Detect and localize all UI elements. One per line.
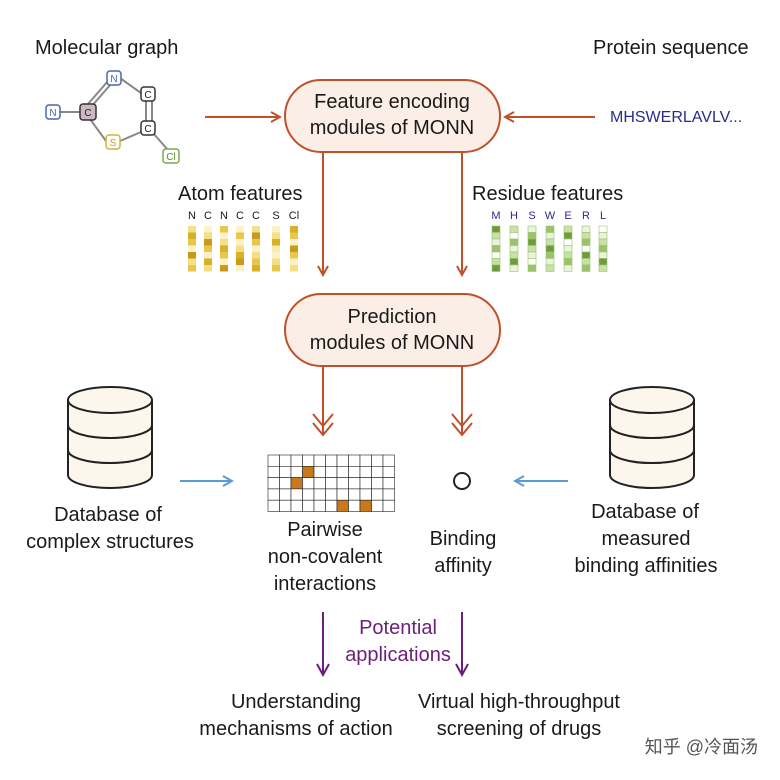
atom-node-s: S — [105, 134, 121, 150]
atom-node-c3: C — [140, 120, 156, 136]
atom-node-n2: N — [106, 70, 122, 86]
svg-text:M: M — [491, 210, 500, 222]
svg-text:N: N — [220, 210, 228, 222]
svg-text:N: N — [49, 108, 56, 119]
residue-features-title: Residue features — [472, 183, 623, 205]
atom-node-c1: C — [79, 103, 97, 121]
db-affinity-line1: Database of — [591, 501, 699, 523]
atom-node-c2: C — [140, 86, 156, 102]
pairwise-line1: Pairwise — [287, 519, 363, 541]
svg-text:R: R — [582, 210, 590, 222]
screening-line2: screening of drugs — [437, 718, 602, 740]
svg-text:S: S — [272, 210, 279, 222]
database-affinity-icon — [609, 386, 695, 489]
svg-text:C: C — [144, 124, 151, 135]
svg-text:N: N — [110, 74, 117, 85]
watermark-text: 知乎 @冷面汤 — [645, 737, 758, 757]
svg-text:C: C — [144, 90, 151, 101]
svg-text:S: S — [528, 210, 535, 222]
pairwise-line2: non-covalent — [268, 546, 383, 568]
protein-sequence-title: Protein sequence — [593, 37, 749, 59]
feature-encoding-line1: Feature encoding — [314, 91, 470, 113]
feature-encoding-line2: modules of MONN — [310, 117, 475, 139]
residue-feature-labels: M H S W E R L — [491, 210, 606, 222]
atom-node-cl: Cl — [162, 148, 180, 164]
svg-text:Cl: Cl — [289, 210, 299, 222]
svg-text:C: C — [252, 210, 260, 222]
svg-text:W: W — [545, 210, 556, 222]
understanding-line2: mechanisms of action — [199, 718, 392, 740]
svg-text:C: C — [204, 210, 212, 222]
svg-text:Cl: Cl — [166, 152, 175, 163]
db-affinity-line2: measured — [602, 528, 691, 550]
protein-sequence-text: MHSWERLAVLV... — [610, 109, 742, 126]
svg-text:N: N — [188, 210, 196, 222]
arrow-prediction-to-affinity — [451, 366, 473, 437]
binding-affinity-node — [453, 472, 471, 490]
feature-encoding-box: Feature encoding modules of MONN — [284, 79, 501, 153]
svg-text:C: C — [84, 108, 91, 119]
applications-line2: applications — [345, 644, 451, 666]
atom-feature-labels: N C N C C S Cl — [188, 210, 299, 222]
applications-line1: Potential — [359, 617, 437, 639]
svg-text:E: E — [564, 210, 571, 222]
db-complex-line1: Database of — [54, 504, 162, 526]
svg-text:H: H — [510, 210, 518, 222]
atom-node-n1: N — [45, 104, 61, 120]
understanding-line1: Understanding — [231, 691, 361, 713]
db-complex-line2: complex structures — [26, 531, 194, 553]
atom-feature-matrix — [188, 226, 298, 272]
prediction-line1: Prediction — [348, 306, 437, 328]
binding-line1: Binding — [430, 528, 497, 550]
pairwise-interaction-grid — [267, 454, 395, 512]
atom-features-title: Atom features — [178, 183, 303, 205]
molecular-graph: N C N C C S Cl — [45, 70, 180, 164]
svg-text:L: L — [600, 210, 606, 222]
svg-text:S: S — [110, 138, 117, 149]
molecular-graph-title: Molecular graph — [35, 37, 178, 59]
pairwise-line3: interactions — [274, 573, 376, 595]
binding-line2: affinity — [434, 555, 491, 577]
screening-line1: Virtual high-throughput — [418, 691, 620, 713]
svg-text:C: C — [236, 210, 244, 222]
residue-feature-matrix — [491, 225, 608, 272]
prediction-line2: modules of MONN — [310, 332, 475, 354]
db-affinity-line3: binding affinities — [574, 555, 717, 577]
prediction-box: Prediction modules of MONN — [284, 293, 501, 367]
database-complex-icon — [67, 386, 153, 489]
arrow-prediction-to-pairwise — [312, 366, 334, 437]
